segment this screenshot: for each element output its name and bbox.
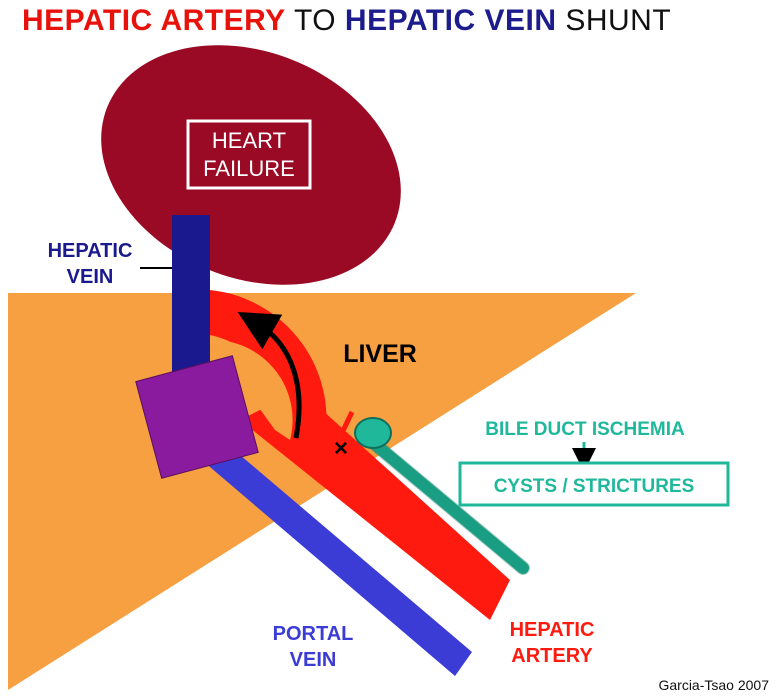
bile-duct-ischemia-label: BILE DUCT ISCHEMIA [485, 419, 685, 440]
liver-label: LIVER [343, 340, 417, 368]
hepatic-vein-label-line1: HEPATIC [48, 240, 133, 262]
portal-vein-label-line1: PORTAL [273, 623, 354, 645]
x-icon: × [334, 435, 348, 462]
heart-failure-label-line2: FAILURE [203, 156, 295, 181]
credit-text: Garcia-Tsao 2007 [658, 677, 769, 693]
heart-failure-label-line1: HEART [212, 128, 286, 153]
hepatic-vein-label-line2: VEIN [67, 266, 114, 288]
gallbladder [355, 418, 391, 448]
hepatic-artery-label-line1: HEPATIC [510, 619, 595, 641]
portal-vein-label-line2: VEIN [290, 649, 337, 671]
cysts-strictures-label: CYSTS / STRICTURES [494, 476, 695, 497]
hepatic-artery-label-line2: ARTERY [511, 645, 593, 667]
